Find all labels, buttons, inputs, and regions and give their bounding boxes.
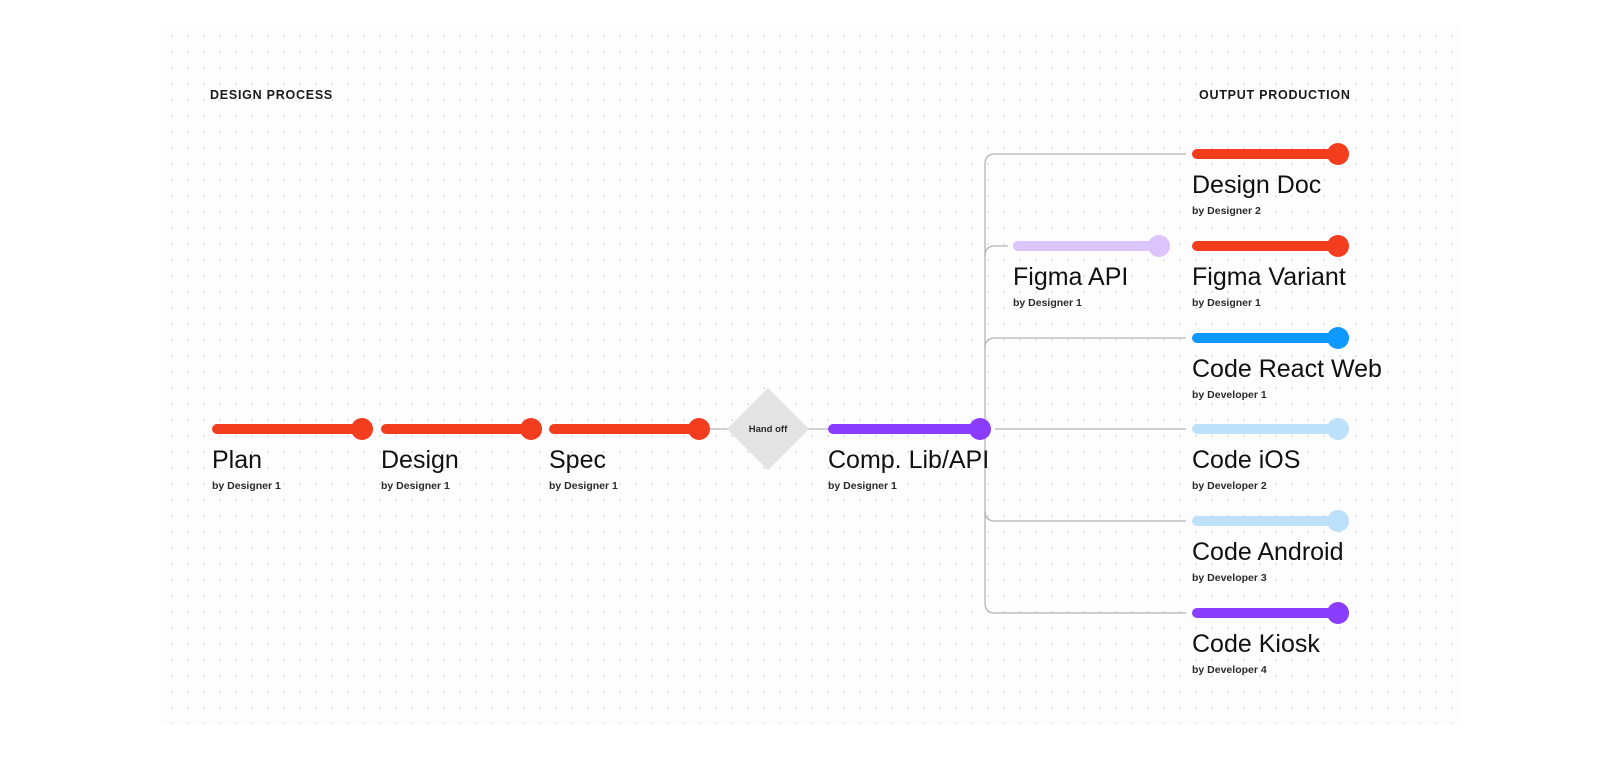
node-subtitle: by Developer 1 <box>1192 388 1267 401</box>
node-title: Plan <box>212 446 263 474</box>
node-title: Code Kiosk <box>1192 630 1320 658</box>
node-endpoint-dot[interactable] <box>1327 327 1349 349</box>
node-title: Figma Variant <box>1192 263 1346 291</box>
node-title: Comp. Lib/API <box>828 446 990 474</box>
node-code-ios[interactable]: Code iOS by Developer 2 <box>1192 418 1360 492</box>
node-bar-wrapper <box>1192 235 1360 257</box>
node-endpoint-dot[interactable] <box>1327 143 1349 165</box>
node-title: Code iOS <box>1192 446 1301 474</box>
node-subtitle: by Designer 1 <box>212 479 281 492</box>
node-endpoint-dot[interactable] <box>1327 510 1349 532</box>
node-endpoint-dot[interactable] <box>520 418 542 440</box>
node-endpoint-dot[interactable] <box>351 418 373 440</box>
node-title: Code React Web <box>1192 355 1382 383</box>
node-duration-bar[interactable] <box>1192 333 1338 343</box>
node-bar-wrapper <box>212 418 384 440</box>
section-label-design-process: DESIGN PROCESS <box>210 88 334 102</box>
node-duration-bar[interactable] <box>381 424 531 434</box>
handoff-label: Hand off <box>748 423 788 435</box>
node-bar-wrapper <box>1192 418 1360 440</box>
node-endpoint-dot[interactable] <box>1148 235 1170 257</box>
node-bar-wrapper <box>549 418 721 440</box>
node-duration-bar[interactable] <box>1192 424 1338 434</box>
node-duration-bar[interactable] <box>212 424 362 434</box>
node-duration-bar[interactable] <box>1192 516 1338 526</box>
node-bar-wrapper <box>828 418 1002 440</box>
node-duration-bar[interactable] <box>549 424 699 434</box>
node-duration-bar[interactable] <box>1192 608 1338 618</box>
node-title: Spec <box>549 446 606 474</box>
node-endpoint-dot[interactable] <box>1327 602 1349 624</box>
node-code-android[interactable]: Code Android by Developer 3 <box>1192 510 1360 584</box>
node-spec[interactable]: Spec by Designer 1 <box>549 418 721 492</box>
node-subtitle: by Developer 4 <box>1192 663 1267 676</box>
node-design-doc[interactable]: Design Doc by Designer 2 <box>1192 143 1360 217</box>
dotted-grid-background <box>160 24 1460 724</box>
node-duration-bar[interactable] <box>1192 149 1338 159</box>
node-bar-wrapper <box>1192 143 1360 165</box>
node-title: Figma API <box>1013 263 1129 291</box>
node-duration-bar[interactable] <box>1013 241 1159 251</box>
node-subtitle: by Designer 2 <box>1192 204 1261 217</box>
node-design[interactable]: Design by Designer 1 <box>381 418 553 492</box>
node-endpoint-dot[interactable] <box>1327 235 1349 257</box>
node-figma-api[interactable]: Figma API by Designer 1 <box>1013 235 1181 309</box>
node-endpoint-dot[interactable] <box>688 418 710 440</box>
section-label-output-production: OUTPUT PRODUCTION <box>1199 88 1351 102</box>
node-comp-lib-api[interactable]: Comp. Lib/API by Designer 1 <box>828 418 1002 492</box>
handoff-milestone[interactable]: Hand off <box>726 387 810 471</box>
node-subtitle: by Developer 2 <box>1192 479 1267 492</box>
node-subtitle: by Developer 3 <box>1192 571 1267 584</box>
node-figma-variant[interactable]: Figma Variant by Designer 1 <box>1192 235 1360 309</box>
node-title: Code Android <box>1192 538 1344 566</box>
node-duration-bar[interactable] <box>1192 241 1338 251</box>
node-subtitle: by Designer 1 <box>1192 296 1261 309</box>
node-subtitle: by Designer 1 <box>381 479 450 492</box>
node-bar-wrapper <box>1192 327 1360 349</box>
node-subtitle: by Designer 1 <box>549 479 618 492</box>
node-endpoint-dot[interactable] <box>969 418 991 440</box>
node-subtitle: by Designer 1 <box>1013 296 1082 309</box>
node-plan[interactable]: Plan by Designer 1 <box>212 418 384 492</box>
node-bar-wrapper <box>1192 510 1360 532</box>
node-endpoint-dot[interactable] <box>1327 418 1349 440</box>
node-title: Design Doc <box>1192 171 1322 199</box>
node-title: Design <box>381 446 459 474</box>
node-bar-wrapper <box>1013 235 1181 257</box>
node-code-kiosk[interactable]: Code Kiosk by Developer 4 <box>1192 602 1360 676</box>
node-code-react-web[interactable]: Code React Web by Developer 1 <box>1192 327 1382 401</box>
node-duration-bar[interactable] <box>828 424 980 434</box>
node-subtitle: by Designer 1 <box>828 479 897 492</box>
node-bar-wrapper <box>1192 602 1360 624</box>
node-bar-wrapper <box>381 418 553 440</box>
